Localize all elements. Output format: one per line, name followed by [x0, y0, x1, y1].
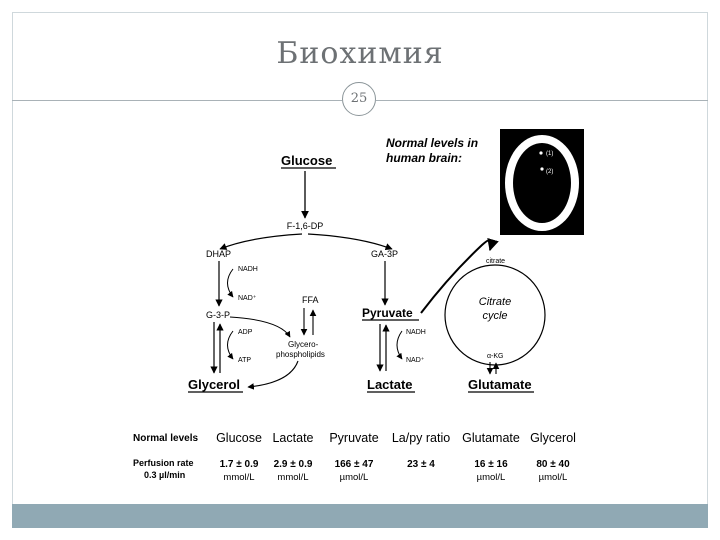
nadh-label-left: NADH — [238, 266, 258, 273]
f16dp-label: F-1,6-DP — [287, 221, 324, 231]
table-header-glycerol: Glycerol — [530, 431, 576, 445]
footer-bar — [12, 504, 708, 528]
arrow-pyruvate-citrate — [420, 237, 499, 314]
normal-levels-title-line1: Normal levels in — [386, 136, 478, 150]
table-unit-pyruvate: µmol/L — [340, 472, 369, 483]
table-header-lactate: Lactate — [272, 431, 313, 445]
scan-label-2: (2) — [546, 169, 553, 175]
table-header-glutamate: Glutamate — [462, 431, 520, 445]
g3p-label: G-3-P — [206, 310, 230, 320]
adp-atp-arc — [227, 330, 234, 360]
dhap-label: DHAP — [206, 249, 231, 259]
glutamate-label: Glutamate — [468, 377, 532, 392]
ga3p-label: GA-3P — [371, 249, 398, 259]
table-value-glucose: 1.7 ± 0.9 — [220, 459, 259, 470]
table-value-lactate: 2.9 ± 0.9 — [274, 459, 313, 470]
table-header-la-py-ratio: La/py ratio — [392, 431, 450, 445]
arrow-f16dp-ga3p — [307, 233, 393, 251]
glucose-label: Glucose — [281, 153, 332, 168]
arrow-f16dp-dhap — [219, 233, 303, 250]
arrow-g3p-phospholipids — [229, 316, 291, 338]
citrate-cycle-line2: cycle — [482, 310, 507, 322]
table-header-pyruvate: Pyruvate — [329, 431, 378, 445]
table-header-glucose: Glucose — [216, 431, 262, 445]
metabolism-figure: Glucose F-1,6-DP DHAP NADH NAD⁺ G-3-P AD… — [133, 129, 584, 483]
table-unit-glutamate: µmol/L — [477, 472, 506, 483]
nadh-label-right: NADH — [406, 329, 426, 336]
normal-levels-title-line2: human brain: — [386, 151, 462, 165]
scan-label-1: (1) — [546, 151, 553, 157]
ffa-label: FFA — [302, 295, 319, 305]
table-unit-lactate: mmol/L — [277, 472, 308, 483]
citrate-cycle-line1: Citrate — [479, 296, 511, 308]
table-value-glycerol: 80 ± 40 — [536, 459, 570, 470]
lactate-label: Lactate — [367, 377, 413, 392]
table-row-header-perfusion-value: 0.3 µl/min — [144, 470, 185, 480]
glycero-label-line2: phospholipids — [276, 350, 325, 359]
citrate-label: citrate — [486, 258, 505, 265]
table-unit-glucose: mmol/L — [223, 472, 254, 483]
nadh-nad-arc-left — [227, 268, 234, 298]
adp-label: ADP — [238, 329, 253, 336]
slide-title: Биохимия — [276, 36, 444, 71]
table-unit-glycerol: µmol/L — [539, 472, 568, 483]
pyruvate-label: Pyruvate — [362, 306, 413, 320]
glycerol-label: Glycerol — [188, 377, 240, 392]
nad-label-right: NAD⁺ — [406, 357, 425, 364]
table-row-header-normal-levels: Normal levels — [133, 433, 198, 444]
title-rule-left — [12, 100, 342, 101]
akg-label: α-KG — [487, 353, 504, 360]
table-value-glutamate: 16 ± 16 — [474, 459, 508, 470]
brain-scan-image — [500, 129, 584, 235]
nadh-nad-arc-right — [396, 330, 403, 360]
table-row-header-perfusion-rate: Perfusion rate — [133, 458, 194, 468]
page-number: 25 — [342, 82, 376, 116]
table-value-la-py-ratio: 23 ± 4 — [407, 459, 435, 470]
nad-label-left: NAD⁺ — [238, 295, 257, 302]
table-value-pyruvate: 166 ± 47 — [335, 459, 374, 470]
glycero-label-line1: Glycero- — [288, 340, 319, 349]
atp-label: ATP — [238, 357, 251, 364]
arrow-phospholipids-glycerol — [247, 360, 299, 390]
title-rule-right — [376, 100, 708, 101]
